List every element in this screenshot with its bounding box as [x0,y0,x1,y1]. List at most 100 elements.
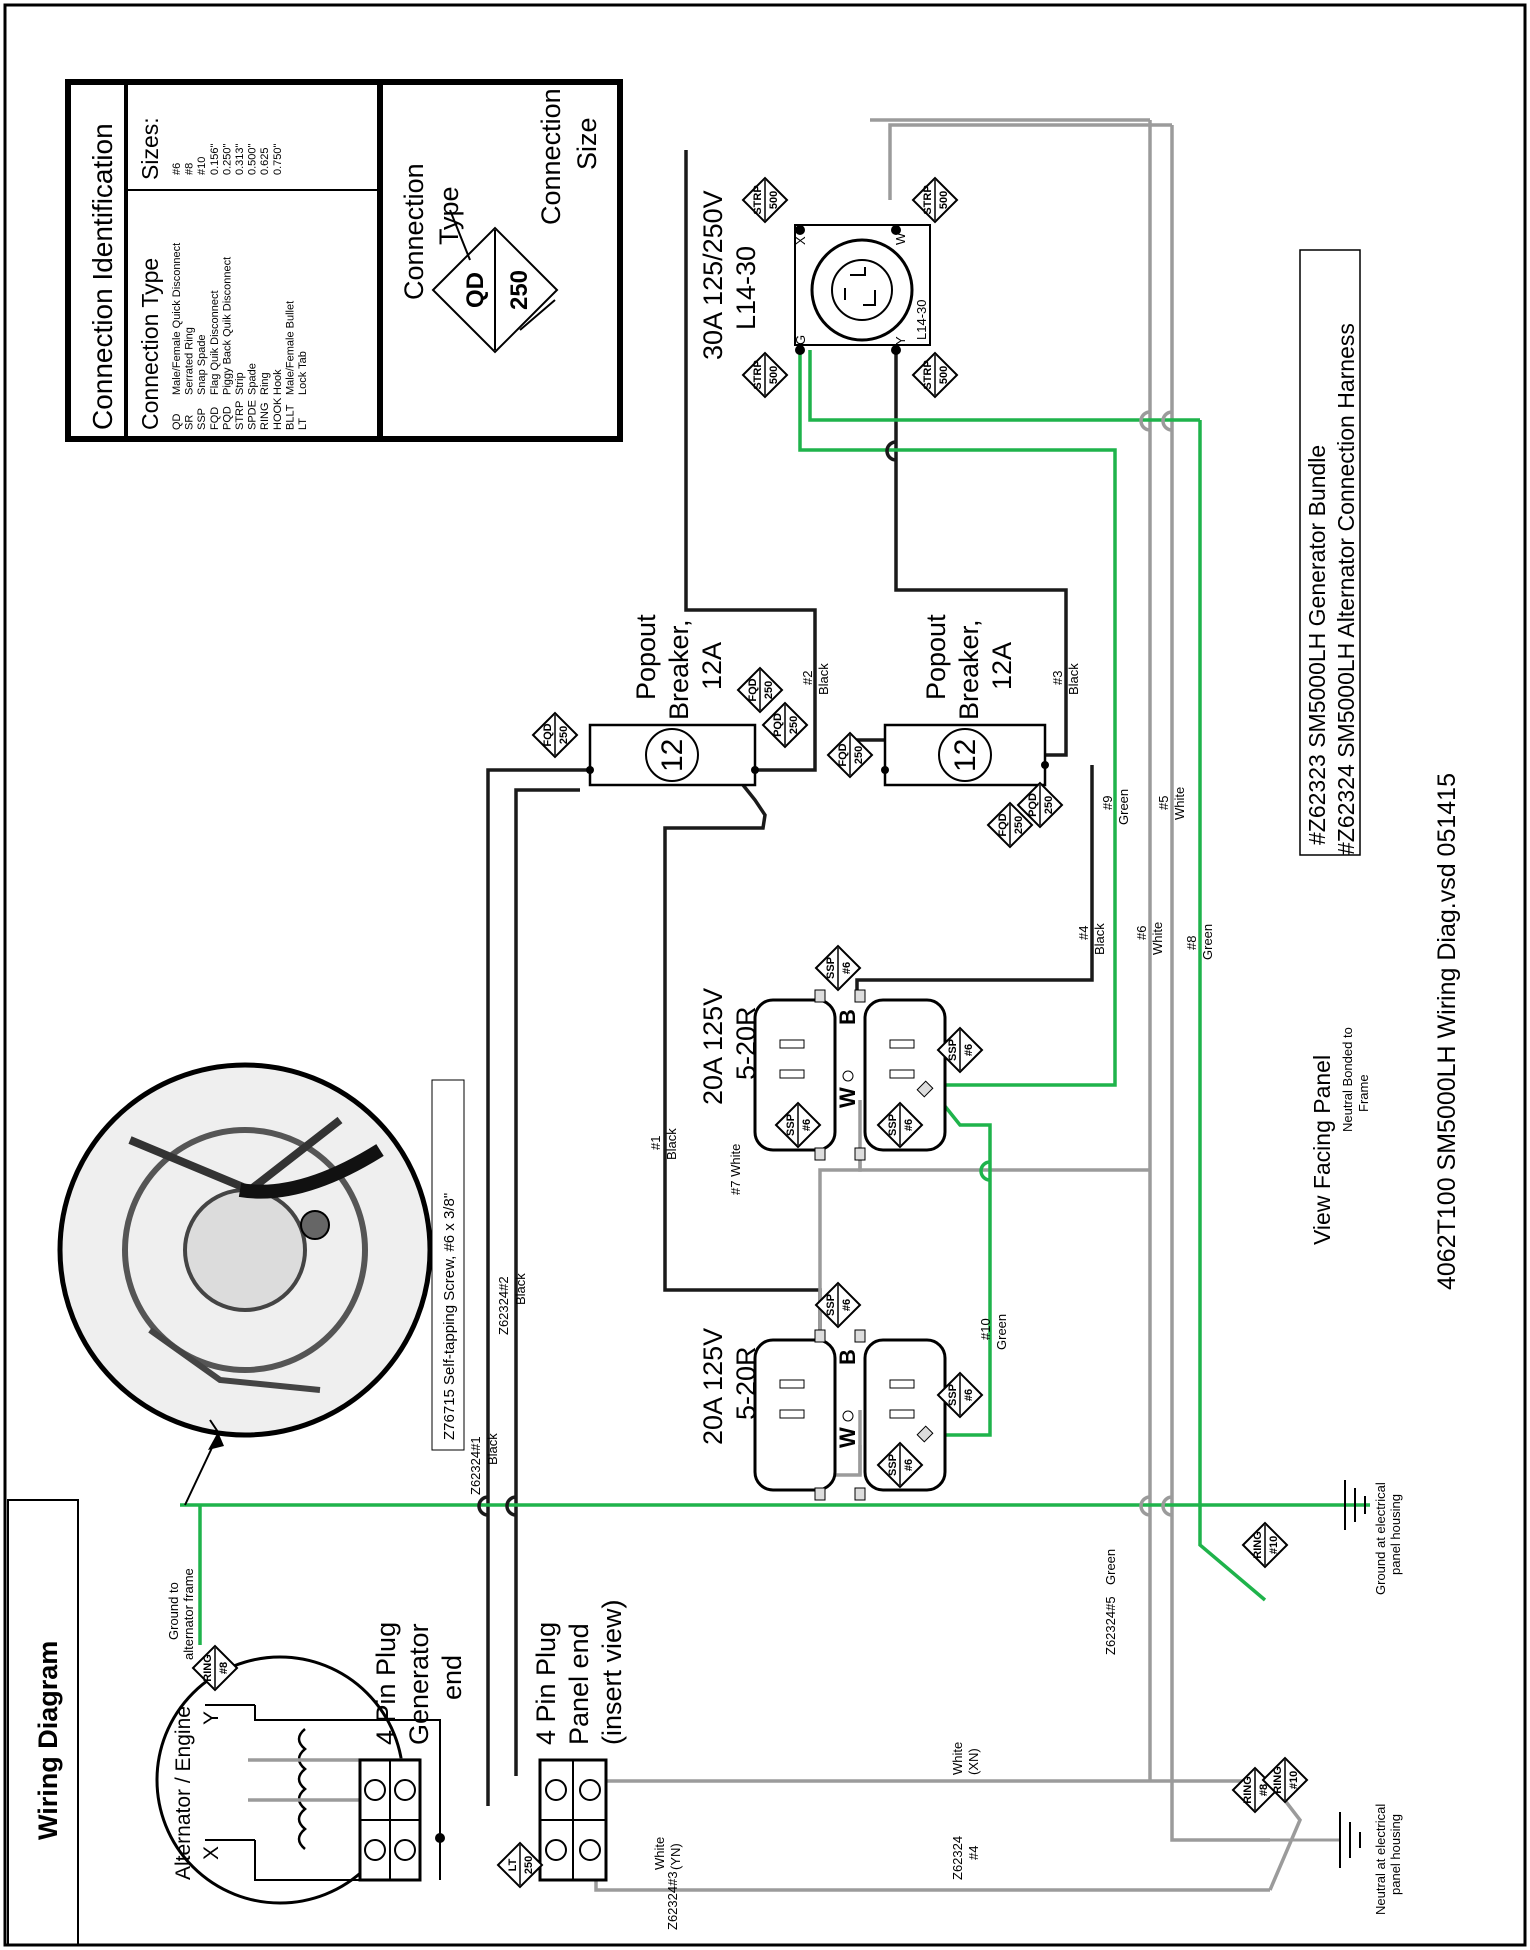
wire-8-id: #8 [1184,936,1199,950]
conn-size: #6 [801,1119,813,1131]
plug-gen-line-3: end [437,1655,467,1700]
screw-photo-inset [57,1062,433,1506]
conn-size: 250 [523,1856,535,1874]
legend-type-desc: Snap Spade [196,334,208,395]
bundle-box [1299,249,1361,856]
conn-code: SSP [785,1114,797,1136]
legend-type-label-1: Connection [399,163,429,300]
footer-id: 4062T100 SM5000LH Wiring Diag.vsd 051415 [1433,773,1461,1290]
conn-code: RING [1252,1531,1264,1559]
black-wires [486,150,1094,1806]
outlet-lower-b: B [835,1349,860,1365]
alternator-label: Alternator / Engine [172,1706,195,1880]
neutral-panel-1: Neutral at electrical [1373,1804,1388,1915]
wire-z4-num: #4 [966,1846,981,1860]
connector-strp-x: STRP 500 [741,176,789,224]
connector-strp-y: STRP 500 [911,351,959,399]
conn-size: #6 [903,1119,915,1131]
legend-size-item: 0.156" [209,143,221,175]
wire-3-color: Black [1066,663,1081,695]
legend-type-desc: Male/Female Quick Disconnect [171,243,183,395]
wire-4-id: #4 [1076,926,1091,940]
view-title: View Facing Panel [1309,1055,1335,1245]
legend-sizes-header: Sizes: [137,117,163,180]
legend-size-label-2: Size [572,117,602,170]
legend-type-label-2: Type [434,186,464,245]
wire-1-color: Black [664,1128,679,1160]
page-title: Wiring Diagram [33,1641,63,1840]
connector-ssp-upper-b: SSP #6 [814,944,862,992]
wire-6-color: White [1150,922,1165,955]
conn-size: #6 [841,962,853,974]
conn-code: FQD [542,723,554,746]
outlet-lower [753,1329,947,1501]
breaker-1 [586,723,759,787]
connector-pqd-b1: PQD 250 [761,701,809,749]
wire-z1-id: Z62324#1 [468,1436,483,1495]
conn-size: 250 [1043,796,1055,814]
wire-2-id: #2 [800,671,815,685]
legend-example-code: QD [462,272,489,308]
connector-ring10-ground: RING #10 [1241,1521,1289,1569]
legend-type-code: LT [297,418,309,430]
wire-crossovers [477,410,1173,1517]
conn-size: 500 [768,366,780,384]
wire-2-color: Black [816,663,831,695]
outlet-upper-b: B [835,1009,860,1025]
conn-code: STRP [922,360,934,389]
breaker-2 [881,723,1049,787]
ground-panel-1: Ground at electrical [1373,1482,1388,1595]
l1430-pin-w: W [893,232,908,245]
wire-6-id: #6 [1134,926,1149,940]
plug-generator-end [358,1758,445,1882]
connector-ring10-neutral: RING #10 [1261,1756,1309,1804]
legend-arrow-size [519,299,556,331]
plug-panel-end [538,1758,608,1882]
wire-4-color: Black [1092,923,1107,955]
conn-size: 250 [1013,816,1025,834]
ground-panel-2: panel housing [1388,1494,1403,1575]
conn-size: 250 [558,726,570,744]
conn-code: RING [202,1654,214,1682]
outlet-upper [753,989,947,1161]
title-box [7,1499,79,1946]
legend-type-code: SSP [196,408,208,430]
legend-size-item: 0.625 [259,147,271,175]
wire-z4-id: Z62324 [950,1836,965,1880]
conn-code: PQD [772,713,784,737]
l1430-pin-g: G [793,335,808,345]
plug-panel-line-2: Panel end [564,1623,594,1745]
legend-type-desc: Lock Tab [297,351,309,395]
conn-size: #6 [903,1459,915,1471]
wire-7-label: #7 White [728,1144,743,1195]
wire-9-color: Green [1116,789,1131,825]
connector-pqd-b2: PQD 250 [1016,781,1064,829]
wire-z3-id: Z62324#3 [665,1871,680,1930]
breaker-2-line-3: 12A [987,642,1017,690]
legend-type-code: FQD [209,407,221,430]
alternator-y: Y [200,1711,223,1725]
legend-type-code: RING [259,403,271,431]
legend-size-item: #10 [196,157,208,175]
breaker-1-value: 12 [656,739,689,772]
green-wires [180,350,1370,1602]
connector-ssp-lower-b: SSP #6 [814,1281,862,1329]
connector-ssp-upper-w2: SSP #6 [876,1101,924,1149]
legend-box [65,79,623,442]
breaker-2-value: 12 [949,739,982,772]
wire-z4-color: White [950,1742,965,1775]
legend-size-item: 0.250" [221,143,233,175]
legend-type-header: Connection Type [137,258,163,430]
conn-code: SSP [947,1039,959,1061]
conn-code: STRP [922,185,934,214]
conn-code: SSP [825,1294,837,1316]
connector-strp-w: STRP 500 [911,176,959,224]
legend-size-item: #6 [171,163,183,175]
ground-symbol-panel [1344,1480,1366,1530]
conn-size: #6 [963,1389,975,1401]
legend-title: Connection Identification [87,123,118,430]
l1430-pin-x: X [793,236,808,245]
outlet-upper-w: W [835,1087,860,1108]
